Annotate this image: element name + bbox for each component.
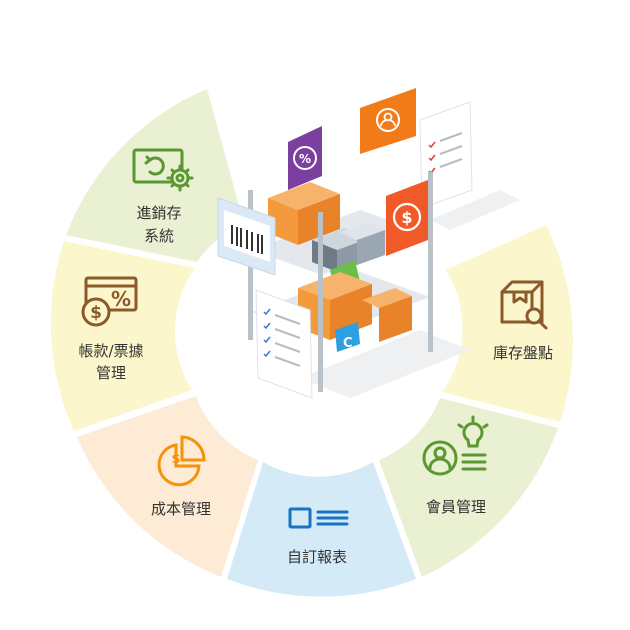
label-report: 自訂報表 xyxy=(287,548,347,566)
svg-text:$: $ xyxy=(401,208,412,227)
svg-text:$: $ xyxy=(171,452,180,467)
segment-member[interactable] xyxy=(379,398,558,577)
segment-labels: 進銷存 系統 帳款/票據 管理 成本管理 自訂報表 會員管理 庫存盤點 xyxy=(78,204,553,566)
box-letter-c: C xyxy=(343,336,353,351)
barcode-card xyxy=(217,197,276,276)
percent-tag-icon: % xyxy=(288,126,322,190)
checklist-doc-front xyxy=(255,289,313,399)
label-accounts-2: 管理 xyxy=(96,364,126,382)
svg-text:%: % xyxy=(299,152,311,166)
ring-segments xyxy=(50,89,573,597)
user-idea-icon xyxy=(422,415,489,476)
pie-dollar-icon: $ xyxy=(157,435,206,487)
svg-text:$: $ xyxy=(90,303,102,323)
warehouse-illustration: A C xyxy=(217,88,520,399)
label-inventory-2: 系統 xyxy=(144,227,174,245)
money-percent-icon: $ % xyxy=(81,276,138,327)
box-search-icon xyxy=(500,280,548,330)
label-cost: 成本管理 xyxy=(151,500,211,518)
segment-report[interactable] xyxy=(227,462,416,597)
label-inventory-1: 進銷存 xyxy=(136,204,181,222)
label-accounts-1: 帳款/票據 xyxy=(78,342,143,360)
svg-text:%: % xyxy=(111,287,131,311)
segment-cost[interactable] xyxy=(77,396,258,577)
label-member: 會員管理 xyxy=(426,498,486,516)
recycle-gear-icon xyxy=(132,148,194,192)
report-list-icon xyxy=(288,507,349,529)
label-stocktake: 庫存盤點 xyxy=(493,344,553,362)
segment-inventory[interactable] xyxy=(66,89,244,262)
segment-accounts[interactable] xyxy=(50,241,195,431)
user-tag-icon xyxy=(360,88,416,154)
dollar-tag-icon: $ xyxy=(386,180,428,256)
